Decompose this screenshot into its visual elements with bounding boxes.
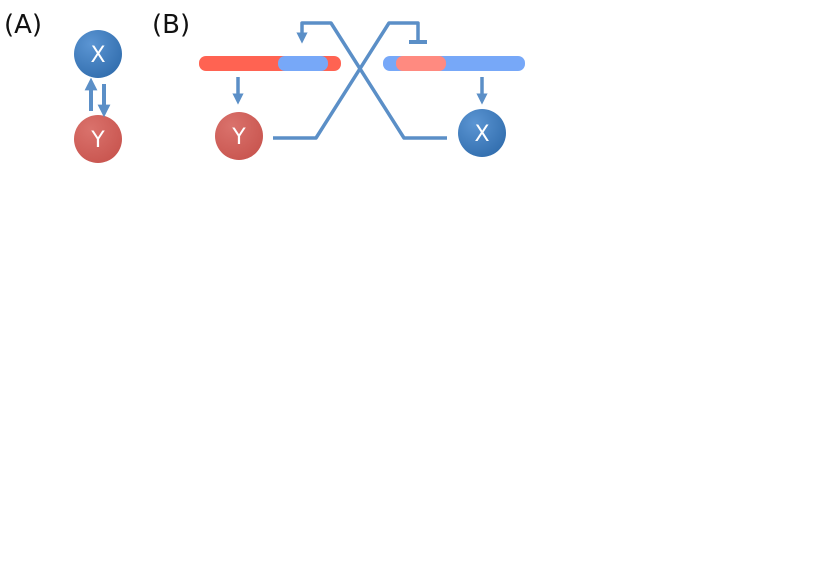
left-bar-blue-segment	[278, 56, 328, 71]
x-to-left-gene-connector	[296, 21, 447, 140]
panel-a-node-x: X	[74, 30, 122, 78]
panel-a-node-y-label: Y	[90, 128, 105, 153]
panel-b-right-gene-bar	[383, 56, 525, 71]
panel-a-label: (A)	[4, 10, 42, 40]
panel-b-left-gene-bar	[199, 56, 341, 71]
panel-b-node-y: Y	[215, 112, 263, 160]
panel-b-node-x: X	[458, 109, 506, 157]
panel-a-node-x-label: X	[90, 43, 105, 68]
panel-a-node-y: Y	[74, 115, 122, 163]
y-to-right-gene-connector	[273, 21, 420, 140]
right-bar-light-red-segment	[396, 56, 446, 71]
panel-b-node-x-label: X	[474, 122, 489, 147]
panel-b-node-y-label: Y	[231, 125, 246, 150]
panel-b-label: (B)	[152, 10, 190, 40]
